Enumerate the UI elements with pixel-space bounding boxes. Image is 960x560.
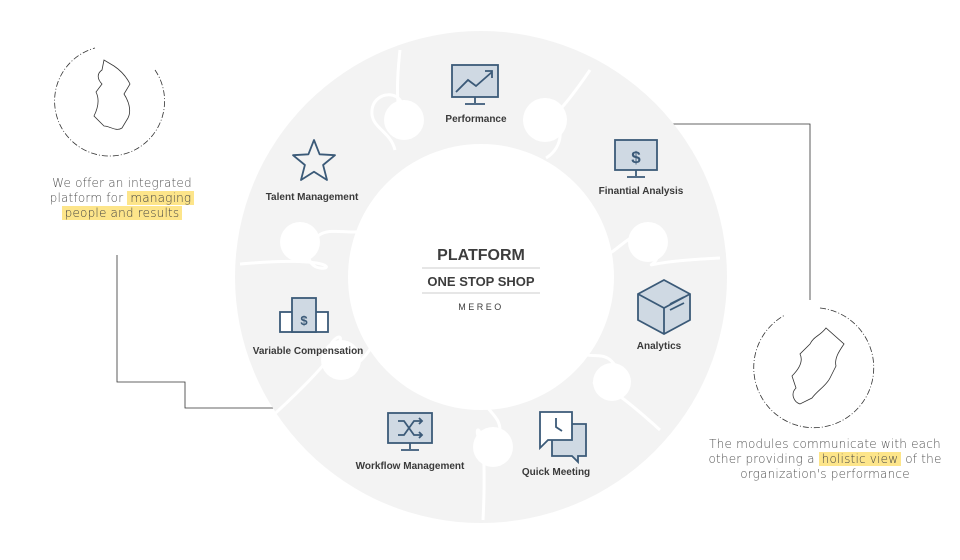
podium-dollar-glyph: $ — [300, 313, 308, 328]
connector-lines — [116, 123, 811, 409]
right-connector — [668, 123, 811, 300]
right-caption-line-2: other providing a holistic view of the — [700, 452, 950, 467]
module-talent-management[interactable]: Talent Management — [266, 139, 359, 203]
module-label-analytics: Analytics — [637, 341, 682, 352]
chat-clock-icon — [539, 411, 587, 465]
module-label-performance: Performance — [445, 114, 507, 125]
module-label-finantial-analysis: Finantial Analysis — [599, 186, 684, 197]
highlight-holistic-view: holistic view — [818, 452, 902, 466]
module-performance[interactable]: Performance — [445, 64, 507, 125]
left-caption-line-3: people and results — [32, 206, 212, 221]
left-caption-line-1: We offer an integrated — [52, 176, 192, 190]
center-subtitle: ONE STOP SHOP — [427, 274, 534, 289]
right-caption: The modules communicate with each other … — [700, 437, 950, 482]
module-label-variable-compensation: Variable Compensation — [253, 346, 364, 357]
mereo-logo: MEREO — [458, 302, 504, 312]
cube-analytics-icon — [637, 278, 691, 336]
right-puzzle-outline-icon — [753, 307, 875, 429]
highlight-people-and-results: people and results — [61, 206, 183, 220]
right-caption-line-1: The modules communicate with each — [709, 437, 941, 451]
right-caption-line-2-post: of the — [901, 452, 942, 466]
left-caption-line-2-text: platform for — [49, 191, 128, 205]
module-workflow-management[interactable]: Workflow Management — [356, 412, 465, 472]
module-finantial-analysis[interactable]: $ Finantial Analysis — [599, 139, 684, 197]
podium-dollar-icon — [279, 297, 329, 333]
left-caption: We offer an integrated platform for mana… — [32, 176, 212, 221]
star-icon — [292, 139, 336, 181]
monitor-chart-icon — [451, 64, 499, 105]
module-label-quick-meeting: Quick Meeting — [522, 467, 590, 478]
module-quick-meeting[interactable]: Quick Meeting — [522, 411, 590, 478]
monitor-dollar-icon — [614, 139, 658, 178]
puzzle-bumps — [280, 98, 668, 467]
left-puzzle-outline-icon — [54, 47, 165, 157]
module-label-talent-management: Talent Management — [266, 192, 359, 203]
module-analytics[interactable]: Analytics — [637, 278, 691, 352]
right-caption-line-2-pre: other providing a — [708, 452, 819, 466]
module-label-workflow-management: Workflow Management — [356, 461, 465, 472]
center-circle — [348, 144, 614, 410]
dollar-sign-glyph: $ — [631, 148, 641, 167]
left-connector — [116, 255, 300, 409]
right-caption-line-3: organization's performance — [740, 467, 910, 481]
module-variable-compensation[interactable]: $ Variable Compensation — [253, 297, 364, 357]
highlight-managing: managing — [127, 191, 195, 205]
monitor-shuffle-icon — [387, 412, 433, 451]
center-title: PLATFORM — [437, 247, 525, 264]
left-caption-line-2: platform for managing — [32, 191, 212, 206]
